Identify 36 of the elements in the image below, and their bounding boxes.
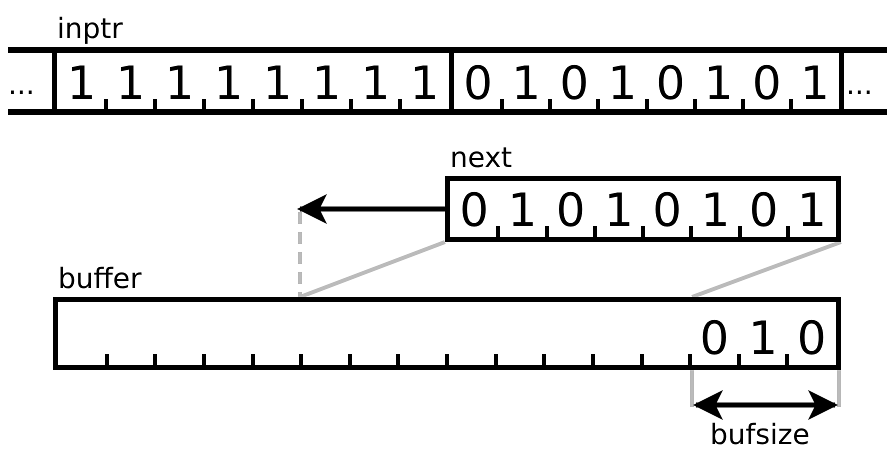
bit-value: 1 xyxy=(608,60,638,106)
bit-value: 0 xyxy=(748,187,778,233)
register-name: next xyxy=(450,141,512,175)
bit-value: 0 xyxy=(556,187,586,233)
projection-line xyxy=(299,240,446,299)
bit-value: 0 xyxy=(656,60,686,106)
bit-value: 0 xyxy=(797,315,826,361)
bit-value: 1 xyxy=(700,187,730,233)
bit-value: 0 xyxy=(652,187,682,233)
bit-value: 0 xyxy=(459,187,489,233)
bit-value: 1 xyxy=(214,60,244,106)
bit-value: 1 xyxy=(410,60,440,106)
dimension-label: bufsize xyxy=(710,418,810,452)
bit-value: 1 xyxy=(800,60,830,106)
bit-value: 1 xyxy=(360,60,390,106)
bit-value: 1 xyxy=(704,60,734,106)
bit-value: 1 xyxy=(262,60,292,106)
arrow xyxy=(297,194,445,224)
bit-value: 0 xyxy=(560,60,589,106)
ellipsis: ... xyxy=(846,68,873,102)
bit-value: 1 xyxy=(748,315,778,361)
ellipsis: ... xyxy=(8,68,35,102)
bit-value: 0 xyxy=(752,60,782,106)
bit-value: 1 xyxy=(512,60,541,106)
bit-value: 1 xyxy=(604,187,634,233)
projection-line xyxy=(691,240,842,299)
bit-value: 1 xyxy=(164,60,194,106)
bit-value: 1 xyxy=(508,187,538,233)
bit-value: 1 xyxy=(66,60,96,106)
bit-value: 0 xyxy=(463,60,493,106)
register-name: buffer xyxy=(58,262,142,296)
bit-value: 1 xyxy=(797,187,827,233)
bit-value: 0 xyxy=(700,315,730,361)
register-name: inptr xyxy=(57,12,123,46)
bit-value: 1 xyxy=(116,60,146,106)
bit-value: 1 xyxy=(312,60,342,106)
